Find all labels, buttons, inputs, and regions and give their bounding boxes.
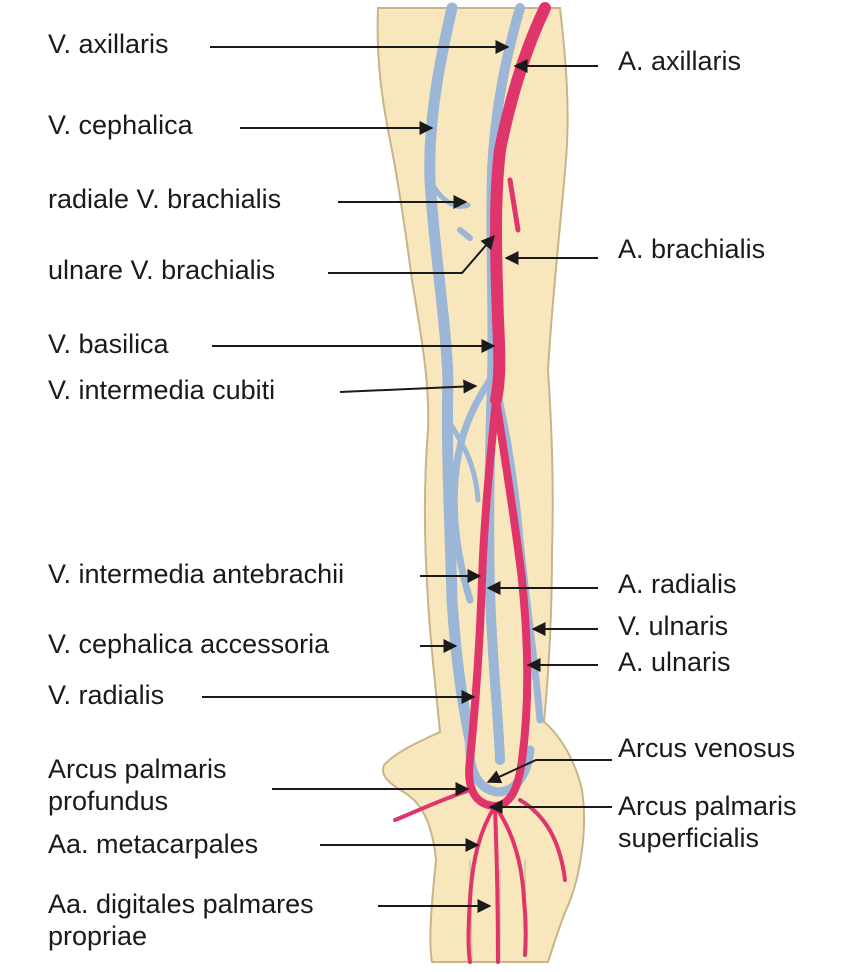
label-v-axillaris: V. axillaris [48,28,169,60]
arm-silhouette [378,8,584,962]
label-v-intermedia-antebrachii: V. intermedia antebrachii [48,558,344,590]
label-aa-metacarpales: Aa. metacarpales [48,828,258,860]
label-v-cephalica-accessoria: V. cephalica accessoria [48,628,329,660]
label-a-brachialis: A. brachialis [618,233,765,265]
label-v-cephalica: V. cephalica [48,109,193,141]
label-a-radialis: A. radialis [618,568,737,600]
label-ulnare-v-brachialis: ulnare V. brachialis [48,254,275,286]
label-v-intermedia-cubiti: V. intermedia cubiti [48,374,275,406]
label-radiale-v-brachialis: radiale V. brachialis [48,183,281,215]
label-arcus-venosus: Arcus venosus [618,732,795,764]
label-v-basilica: V. basilica [48,328,169,360]
label-a-ulnaris: A. ulnaris [618,646,731,678]
label-v-radialis: V. radialis [48,679,164,711]
label-v-ulnaris: V. ulnaris [618,610,728,642]
label-a-axillaris: A. axillaris [618,45,741,77]
